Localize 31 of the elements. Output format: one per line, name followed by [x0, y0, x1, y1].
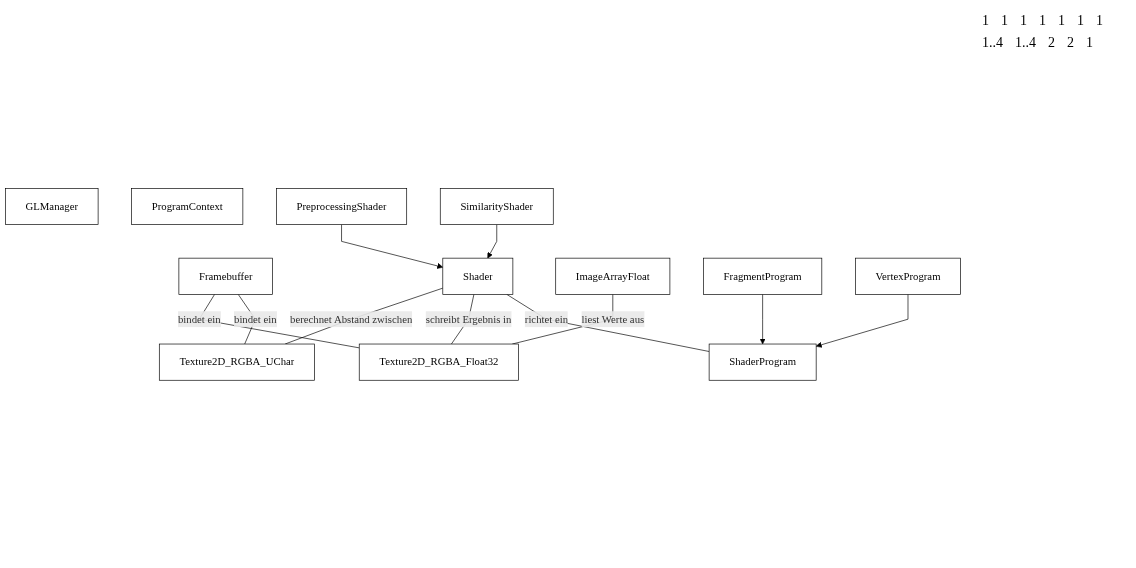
connector	[506, 293, 710, 352]
multiplicity-label: 1	[1058, 13, 1065, 29]
node-box: Texture2D_RGBA_UChar	[158, 343, 315, 381]
multiplicity-label: 1	[1096, 13, 1103, 29]
multiplicity-label: 1..4	[1015, 35, 1036, 51]
multiplicity-label: 1	[1020, 13, 1027, 29]
multiplicity-label: 1	[1001, 13, 1008, 29]
edge-label: richtet ein	[524, 312, 569, 325]
node-box: ProgramContext	[131, 187, 244, 225]
edge-label: berechnet Abstand zwischen	[290, 312, 413, 325]
multiplicity-label: 1	[982, 13, 989, 29]
edge-label: bindet ein	[177, 312, 221, 325]
node-box: VertexProgram	[855, 257, 961, 295]
multiplicity-label: 1..4	[982, 35, 1003, 51]
node-box: Framebuffer	[178, 257, 273, 295]
node-box: ShaderProgram	[708, 343, 817, 381]
edge-label: bindet ein	[234, 312, 277, 325]
node-box: Shader	[442, 257, 514, 295]
node-box: PreprocessingShader	[276, 187, 408, 225]
multiplicity-label: 1	[1039, 13, 1046, 29]
multiplicity-label: 2	[1048, 35, 1055, 51]
node-box: SimilarityShader	[439, 187, 554, 225]
node-box: GLManager	[5, 187, 99, 225]
multiplicity-label: 2	[1067, 35, 1074, 51]
node-box: FragmentProgram	[703, 257, 823, 295]
edge-label: liest Werte aus	[581, 312, 645, 325]
node-box: ImageArrayFloat	[555, 257, 671, 295]
multiplicity-label: 1	[1077, 13, 1084, 29]
multiplicity-label: 1	[1086, 35, 1093, 51]
edge-label: schreibt Ergebnis in	[425, 312, 512, 325]
node-box: Texture2D_RGBA_Float32	[358, 343, 519, 381]
